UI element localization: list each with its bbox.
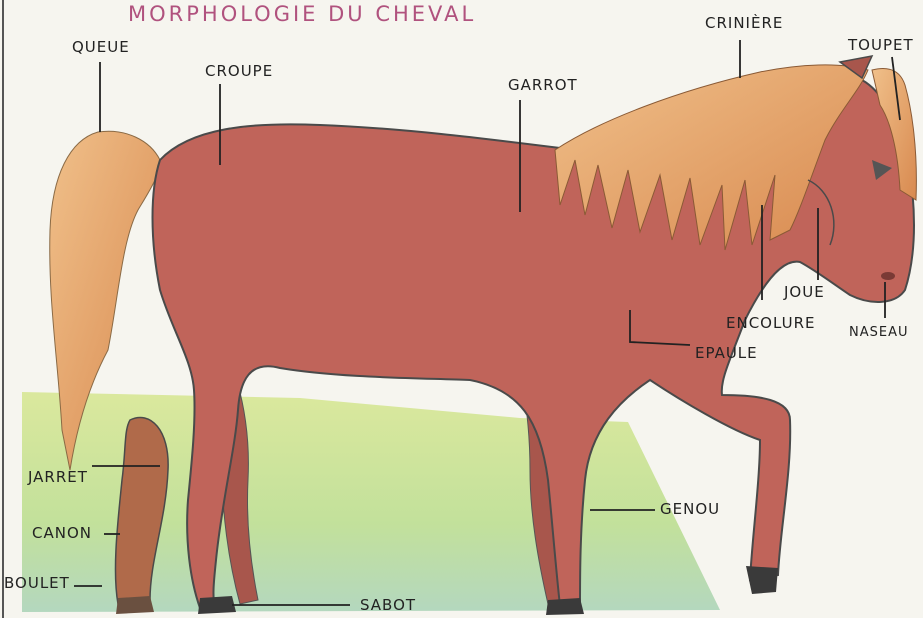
label-toupet: TOUPET [848, 38, 914, 53]
hoof [116, 596, 154, 614]
label-croupe: CROUPE [205, 64, 273, 79]
label-garrot: GARROT [508, 78, 578, 93]
label-jarret: JARRET [28, 470, 88, 485]
label-criniere: CRINIÈRE [705, 16, 783, 31]
hoof [546, 598, 584, 615]
label-queue: QUEUE [72, 40, 130, 55]
label-sabot: SABOT [360, 598, 416, 613]
label-genou: GENOU [660, 502, 720, 517]
label-naseau: NASEAU [849, 326, 909, 339]
label-canon: CANON [32, 526, 92, 541]
label-boulet: BOULET [4, 576, 70, 591]
diagram-title: MORPHOLOGIE DU CHEVAL [128, 4, 476, 25]
label-epaule: EPAULE [695, 346, 758, 361]
nostril [881, 272, 895, 280]
label-joue: JOUE [784, 285, 825, 300]
hoof [198, 596, 236, 614]
label-encolure: ENCOLURE [726, 316, 815, 331]
hoof [746, 566, 778, 594]
